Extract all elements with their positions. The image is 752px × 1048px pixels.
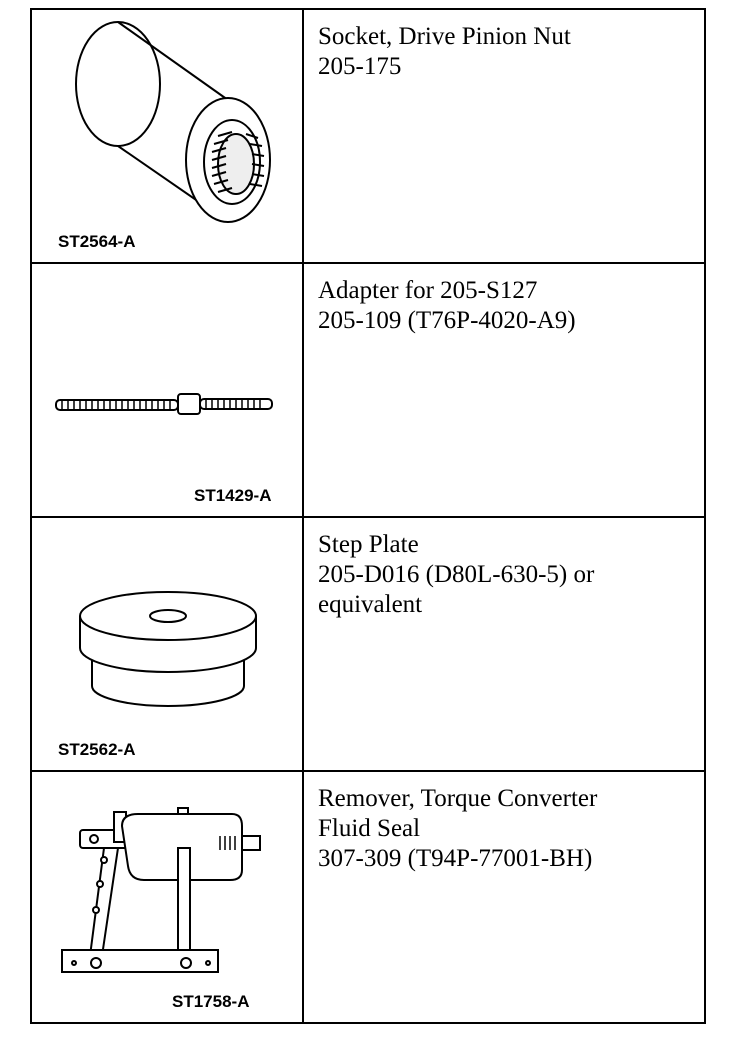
socket-illustration-icon [75,21,271,223]
step-plate-illustration-icon [79,591,257,707]
tool-name: Adapter for 205-S127 [318,277,538,304]
tool-description-cell: Step Plate 205-D016 (D80L-630-5) or equi… [304,518,704,770]
tool-image-code: ST2562-A [58,740,136,759]
tool-row-seal-remover: ST1758-A Remover, Torque Converter Fluid… [32,772,704,1022]
tool-image-cell: ST2564-A [32,10,304,262]
tool-image-cell: ST1429-A [32,264,304,516]
tool-image-code: ST2564-A [58,232,136,251]
tool-description-cell: Remover, Torque Converter Fluid Seal 307… [304,772,704,1022]
tool-image-cell: ST1758-A [32,772,304,1022]
tool-name: Remover, Torque Converter [318,785,598,812]
tool-name: Step Plate [318,531,419,558]
tool-number: 205-175 [318,53,402,80]
special-tools-table: ST2564-A Socket, Drive Pinion Nut 205-17… [30,8,706,1024]
tool-row-step-plate: ST2562-A Step Plate 205-D016 (D80L-630-5… [32,518,704,772]
tool-image-code: ST1758-A [172,992,250,1011]
tool-row-socket: ST2564-A Socket, Drive Pinion Nut 205-17… [32,10,704,264]
tool-number: 205-D016 (D80L-630-5) or [318,561,595,588]
tool-name-continued: Fluid Seal [318,815,421,842]
tool-image-code: ST1429-A [194,486,272,505]
seal-remover-illustration-icon [61,807,261,973]
tool-alternative: equivalent [318,591,423,618]
tool-number: 205-109 (T76P-4020-A9) [318,307,576,334]
tool-description-cell: Adapter for 205-S127 205-109 (T76P-4020-… [304,264,704,516]
tool-name: Socket, Drive Pinion Nut [318,23,571,50]
adapter-rod-illustration-icon [55,393,273,415]
tool-row-adapter: ST1429-A Adapter for 205-S127 205-109 (T… [32,264,704,518]
tool-number: 307-309 (T94P-77001-BH) [318,845,593,872]
tool-image-cell: ST2562-A [32,518,304,770]
tool-description-cell: Socket, Drive Pinion Nut 205-175 [304,10,704,262]
